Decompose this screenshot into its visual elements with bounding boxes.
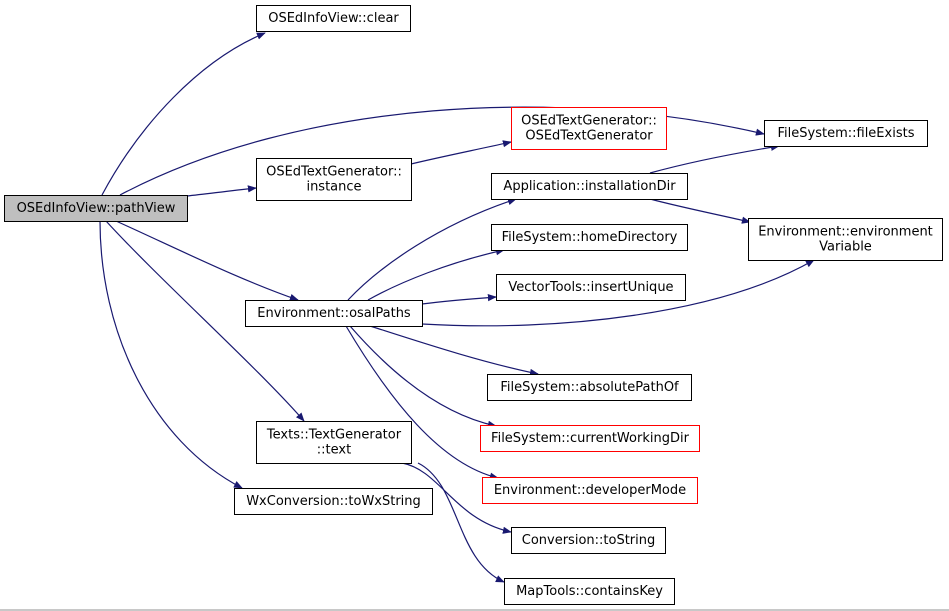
- node-label-homeDir: FileSystem::homeDirectory: [502, 230, 678, 245]
- node-box-pathView[interactable]: [4, 195, 188, 222]
- edge-osalPaths-to-insertUnique: [421, 294, 497, 305]
- node-box-insertUnique[interactable]: [496, 274, 686, 301]
- edge-osalPaths-to-homeDir: [367, 248, 505, 301]
- edge-text-to-containsKey: [417, 462, 505, 583]
- edge-osalPaths-to-installationDir: [347, 198, 517, 301]
- node-label-devMode: Environment::developerMode: [494, 483, 686, 498]
- node-fileExists[interactable]: FileSystem::fileExists: [764, 120, 928, 147]
- node-label-osalPaths: Environment::osalPaths: [257, 306, 411, 321]
- node-box-homeDir[interactable]: [491, 224, 688, 251]
- node-devMode[interactable]: Environment::developerMode: [482, 477, 698, 504]
- node-box-absolutePathOf[interactable]: [487, 374, 692, 401]
- node-label-envVar-line1: Environment::environment: [758, 225, 933, 240]
- node-label-tg_ctor-line1: OSEdTextGenerator::: [521, 114, 657, 129]
- node-box-toWxString[interactable]: [234, 488, 433, 515]
- node-label-cwd: FileSystem::currentWorkingDir: [491, 431, 690, 446]
- edge-text-to-toString: [401, 462, 512, 534]
- node-clear[interactable]: OSEdInfoView::clear: [256, 5, 411, 32]
- node-pathView[interactable]: OSEdInfoView::pathView: [4, 195, 188, 222]
- node-label-absolutePathOf: FileSystem::absolutePathOf: [500, 380, 679, 395]
- edge-pathView-to-clear: [101, 32, 266, 196]
- edge-pathView-to-text: [105, 220, 305, 422]
- node-box-text[interactable]: [256, 421, 412, 464]
- edge-pathView-to-toWxString: [99, 220, 243, 489]
- node-box-tg_ctor[interactable]: [511, 107, 667, 150]
- node-box-fileExists[interactable]: [764, 120, 928, 147]
- edge-pathView-to-fileExists: [119, 106, 765, 196]
- node-label-pathView: OSEdInfoView::pathView: [17, 201, 176, 216]
- node-label-text-line2: ::text: [317, 443, 351, 458]
- edges-layer: [99, 32, 815, 583]
- edge-installationDir-to-envVar: [649, 198, 751, 224]
- node-instance[interactable]: OSEdTextGenerator::instance: [256, 158, 412, 201]
- node-label-toWxString: WxConversion::toWxString: [246, 494, 421, 509]
- node-label-insertUnique: VectorTools::insertUnique: [508, 280, 673, 295]
- node-homeDir[interactable]: FileSystem::homeDirectory: [491, 224, 688, 251]
- node-label-text-line1: Texts::TextGenerator: [266, 428, 402, 443]
- node-box-clear[interactable]: [256, 5, 411, 32]
- node-label-envVar-line2: Variable: [819, 240, 872, 255]
- edge-pathView-to-instance: [186, 185, 257, 197]
- node-box-envVar[interactable]: [748, 218, 943, 261]
- node-box-osalPaths[interactable]: [245, 300, 423, 327]
- node-label-installationDir: Application::installationDir: [503, 179, 676, 194]
- node-box-instance[interactable]: [256, 158, 412, 201]
- node-box-cwd[interactable]: [480, 425, 700, 452]
- node-absolutePathOf[interactable]: FileSystem::absolutePathOf: [487, 374, 692, 401]
- node-containsKey[interactable]: MapTools::containsKey: [504, 578, 675, 605]
- node-box-devMode[interactable]: [482, 477, 698, 504]
- node-toWxString[interactable]: WxConversion::toWxString: [234, 488, 433, 515]
- node-box-containsKey[interactable]: [504, 578, 675, 605]
- edge-pathView-to-osalPaths: [115, 220, 299, 301]
- node-insertUnique[interactable]: VectorTools::insertUnique: [496, 274, 686, 301]
- edge-instance-to-tg_ctor: [410, 140, 512, 165]
- node-label-fileExists: FileSystem::fileExists: [778, 126, 915, 141]
- node-label-containsKey: MapTools::containsKey: [516, 584, 663, 599]
- node-label-clear: OSEdInfoView::clear: [268, 11, 399, 26]
- node-box-toString[interactable]: [511, 527, 666, 554]
- edge-osalPaths-to-cwd: [349, 325, 497, 428]
- node-text[interactable]: Texts::TextGenerator::text: [256, 421, 412, 464]
- nodes-layer: OSEdInfoView::pathView OSEdInfoView::clea…: [4, 5, 943, 605]
- node-label-instance-line1: OSEdTextGenerator::: [266, 165, 402, 180]
- edge-osalPaths-to-envVar: [421, 259, 815, 327]
- node-osalPaths[interactable]: Environment::osalPaths: [245, 300, 423, 327]
- edge-osalPaths-to-absolutePathOf: [369, 325, 539, 376]
- node-cwd[interactable]: FileSystem::currentWorkingDir: [480, 425, 700, 452]
- node-label-instance-line2: instance: [306, 180, 361, 195]
- bottom-divider: [0, 609, 949, 611]
- edge-osalPaths-to-devMode: [345, 325, 499, 480]
- node-installationDir[interactable]: Application::installationDir: [491, 173, 688, 200]
- node-label-toString: Conversion::toString: [522, 533, 656, 548]
- node-box-installationDir[interactable]: [491, 173, 688, 200]
- node-toString[interactable]: Conversion::toString: [511, 527, 666, 554]
- node-tg_ctor[interactable]: OSEdTextGenerator::OSEdTextGenerator: [511, 107, 667, 150]
- node-label-tg_ctor-line2: OSEdTextGenerator: [525, 129, 653, 144]
- edge-installationDir-to-fileExists: [649, 143, 780, 174]
